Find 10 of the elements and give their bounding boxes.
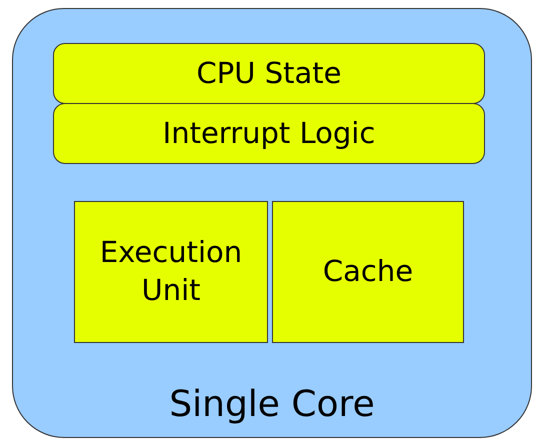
box-label: Execution Unit (98, 234, 244, 309)
core-container (12, 8, 532, 438)
component-box (53, 103, 485, 164)
component-box (272, 201, 464, 343)
component-box (74, 201, 268, 343)
component-box (53, 43, 485, 104)
box-label: CPU State (196, 54, 342, 92)
box-label: Single Core (168, 383, 376, 428)
box-label: Interrupt Logic (162, 114, 376, 152)
box-label: Cache (322, 253, 414, 290)
